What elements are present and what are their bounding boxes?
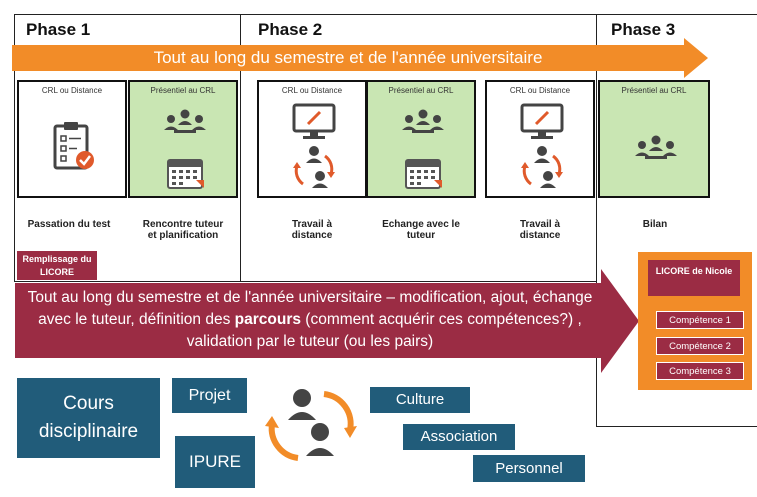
people-exchange-icon [265,389,357,461]
checklist-icon [53,122,94,170]
card-travail-2: CRL ou Distance [485,80,595,198]
competence-1: Compétence 1 [656,311,744,329]
card-title: CRL ou Distance [41,86,103,95]
monitor-icon [292,103,336,139]
remplissage-licore-label: Remplissage du LICORE [17,251,97,280]
caption-echange: Echange avec le tuteur [382,219,460,241]
timeline-banner-text: Tout au long du semestre et de l'année u… [153,48,543,67]
card-title: CRL ou Distance [281,86,343,95]
caption-bilan: Bilan [642,219,668,230]
projet-box: Projet [172,378,247,413]
card-title: Présentiel au CRL [621,86,687,95]
caption-rencontre: Rencontre tuteur et planification [142,219,224,241]
portfolio-text-part1: Tout au long du semestre et de l'année u… [27,289,593,328]
monitor-icon [520,103,564,139]
cours-disciplinaire-box: Cours disciplinaire [17,378,160,458]
competence-3: Compétence 3 [656,362,744,380]
card-title: Présentiel au CRL [388,86,454,95]
portfolio-arrow-tip [601,269,639,373]
culture-box: Culture [370,387,470,413]
licore-title: LICORE de Nicole [648,260,740,296]
card-echange: Présentiel au CRL [366,80,476,198]
caption-passation: Passation du test [27,219,111,230]
card-rencontre: Présentiel au CRL [128,80,238,198]
association-box: Association [403,424,515,450]
timeline-banner [12,45,684,71]
exchange-people-icon [293,146,335,188]
portfolio-arrow-text: Tout au long du semestre et de l'année u… [25,287,595,353]
phase-1-label: Phase 1 [26,20,91,39]
exchange-people-icon [521,146,563,188]
card-title: CRL ou Distance [509,86,571,95]
meeting-icon [635,135,677,159]
phase-3-label: Phase 3 [611,20,676,39]
ipure-box: IPURE [175,436,255,488]
personnel-box: Personnel [473,455,585,482]
phase-3-frame [596,14,757,427]
portfolio-text-part2: (comment acquérir ces compétences?) , va… [186,311,582,350]
card-title: Présentiel au CRL [150,86,216,95]
meeting-icon [402,109,444,133]
meeting-icon [164,109,206,133]
card-travail-1: CRL ou Distance [257,80,367,198]
caption-travail-2: Travail à distance [519,219,561,241]
timeline-arrow-tip [684,38,708,78]
card-bilan: Présentiel au CRL [598,80,710,198]
competence-2: Compétence 2 [656,337,744,355]
parcours-keyword: parcours [234,311,301,328]
phase-2-label: Phase 2 [258,20,323,39]
calendar-icon [167,159,204,189]
card-passation: CRL ou Distance [17,80,127,198]
calendar-icon [405,159,442,189]
caption-travail-1: Travail à distance [291,219,333,241]
portfolio-arrow-box [15,283,601,358]
